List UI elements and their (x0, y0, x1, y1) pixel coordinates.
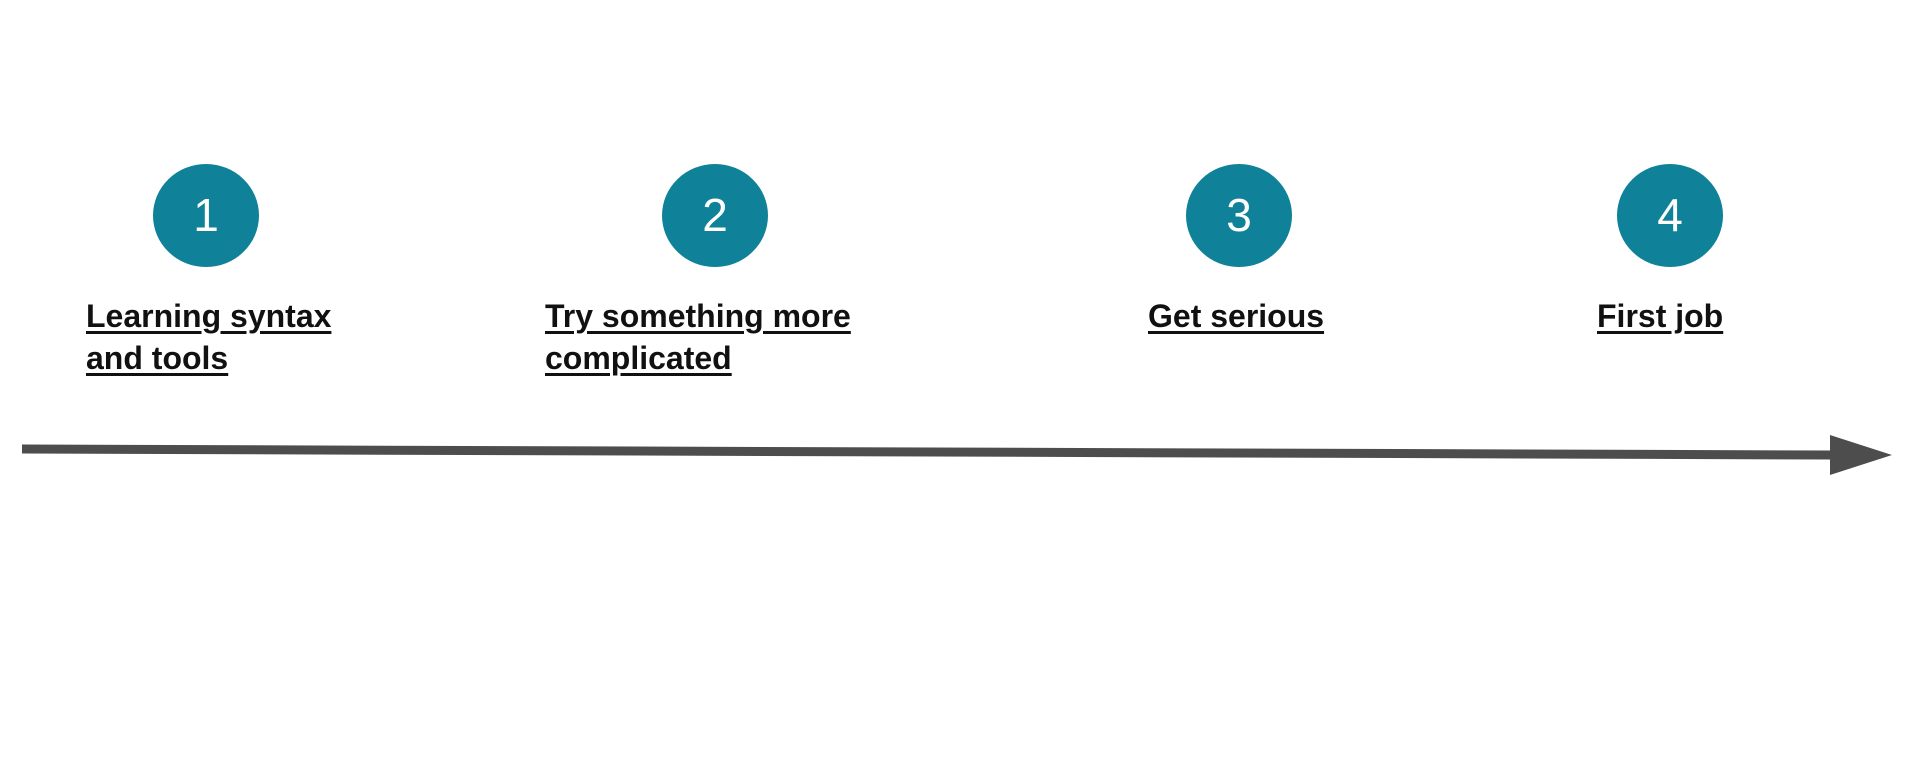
step-4-number: 4 (1657, 188, 1683, 241)
step-1-number: 1 (193, 188, 219, 241)
step-2-label: Try something more complicated (545, 298, 851, 376)
arrow-head-icon (1830, 435, 1892, 475)
step-3-label: Get serious (1148, 298, 1325, 334)
step-4-label: First job (1597, 298, 1724, 334)
timeline-arrow-icon (21, 435, 1892, 475)
step-1-label: Learning syntax and tools (86, 298, 332, 376)
step-3-number: 3 (1226, 188, 1252, 241)
step-1-circle: 1 (153, 164, 259, 267)
step-3-circle: 3 (1186, 164, 1292, 267)
step-2-circle: 2 (662, 164, 768, 267)
step-2-number: 2 (702, 188, 728, 241)
arrow-shaft (21, 444, 1835, 460)
step-4-circle: 4 (1617, 164, 1723, 267)
